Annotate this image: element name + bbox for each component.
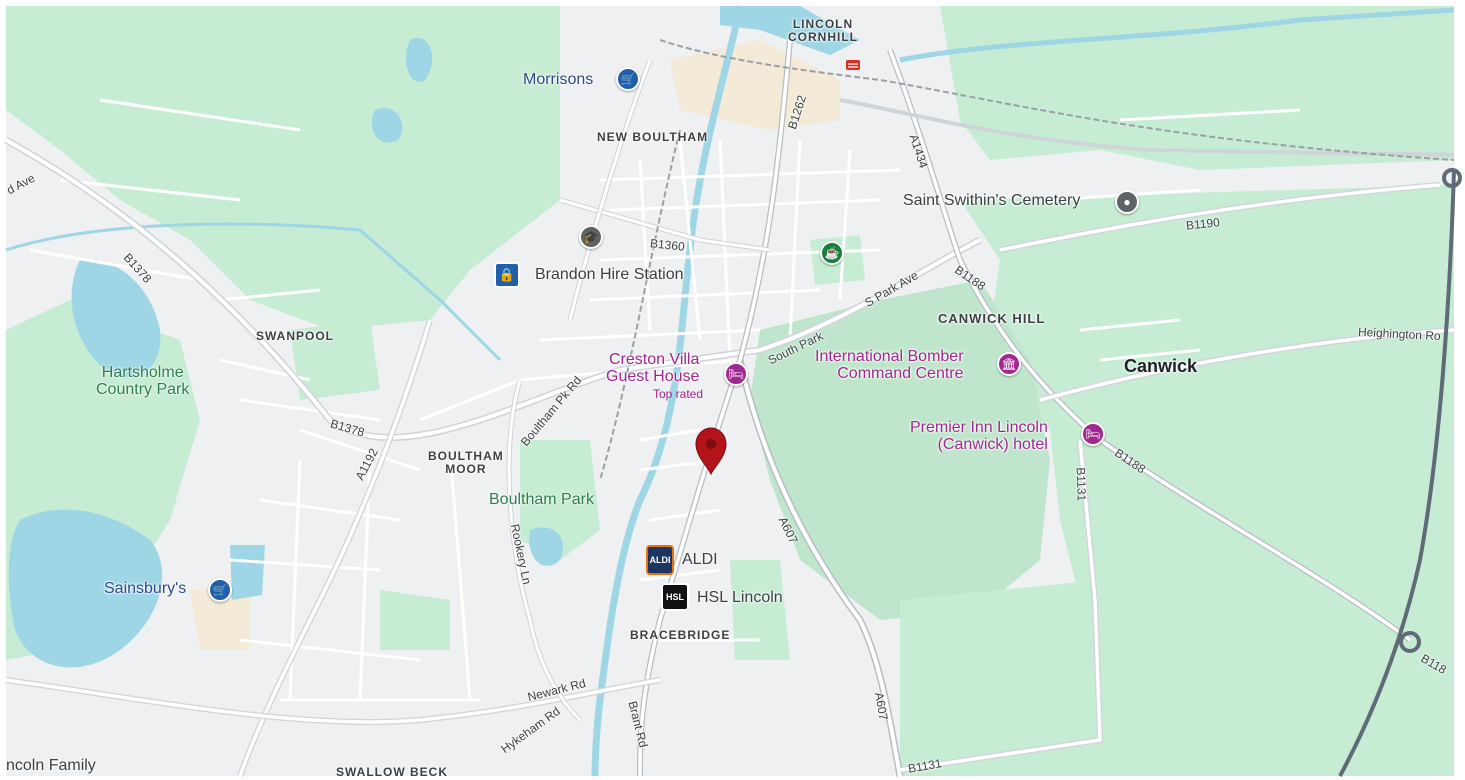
poi-bomber-command-label[interactable]: International Bomber Command Centre [815, 348, 964, 382]
poi-brandon-hire-label[interactable]: Brandon Hire Station [535, 266, 684, 283]
area-boultham-moor: BOULTHAM MOOR [428, 449, 504, 476]
railway-station-icon [846, 60, 860, 70]
area-swallow-beck: SWALLOW BECK [336, 765, 448, 779]
poi-creston-villa-badge: Top rated [653, 387, 704, 401]
park-area-east [960, 185, 1454, 776]
aldi-logo-icon[interactable]: ALDI [646, 545, 674, 575]
park-area-northwest [6, 6, 560, 330]
poi-hsl-label[interactable]: HSL Lincoln [697, 589, 783, 606]
water-brayford [720, 6, 860, 55]
roundabout-northeast [1442, 168, 1462, 188]
park-area-south-bracebridge [730, 560, 790, 660]
shopping-cart-icon[interactable]: 🛒 [208, 578, 232, 602]
urban-area-sainsburys [190, 590, 250, 650]
water-sainsburys-pond [230, 545, 265, 600]
roundabout-east [1399, 631, 1421, 653]
water-southwest-lakes [8, 509, 163, 668]
park-area-southeast [900, 580, 1130, 776]
poi-lincoln-family-label[interactable]: ncoln Family [6, 757, 96, 774]
poi-saint-swithins-label[interactable]: Saint Swithin's Cemetery [903, 192, 1081, 209]
park-boultham[interactable]: Boultham Park [489, 491, 594, 508]
hsl-logo-icon[interactable]: HSL [661, 583, 689, 611]
area-new-boultham: NEW BOULTHAM [597, 130, 709, 144]
map-marker-icon [695, 427, 727, 476]
a15-trunk-road [1338, 169, 1456, 777]
river-witham [591, 5, 744, 777]
poi-sainsburys-label[interactable]: Sainsbury's [104, 580, 187, 597]
park-area-south-common [750, 280, 1050, 620]
water-hartsholme-lake [71, 259, 161, 377]
park-area-swanpool [290, 320, 380, 400]
museum-icon[interactable]: 🏛 [997, 352, 1021, 376]
water-boultham-lake [529, 527, 564, 566]
park-area-northeast [940, 6, 1454, 170]
water-northwest-ponds [371, 107, 403, 143]
park-area-south-strip [380, 590, 450, 650]
drain-west [5, 222, 502, 362]
water-northwest-lake [405, 38, 433, 82]
bed-icon[interactable]: 🛏 [1081, 422, 1105, 446]
railway-line [659, 39, 1455, 161]
minor-roads [29, 98, 1301, 702]
graduation-cap-icon[interactable]: 🎓 [579, 225, 603, 249]
coffee-cup-icon[interactable]: ☕ [820, 241, 844, 265]
river-east [899, 7, 1455, 63]
poi-premier-inn-label[interactable]: Premier Inn Lincoln (Canwick) hotel [910, 419, 1048, 453]
poi-creston-villa-label[interactable]: Creston Villa Guest House [606, 351, 700, 385]
shopping-bag-icon[interactable]: 🔒 [494, 262, 520, 288]
road-label-b1131-north: B1131 [1073, 467, 1089, 502]
area-bracebridge: BRACEBRIDGE [630, 628, 731, 642]
poi-aldi-label[interactable]: ALDI [682, 551, 718, 568]
area-lincoln-cornhill: LINCOLN CORNHILL [788, 17, 858, 44]
shopping-cart-icon[interactable]: 🛒 [616, 67, 640, 91]
major-roads [4, 39, 1455, 778]
area-canwick-hill: CANWICK HILL [938, 311, 1046, 326]
location-pin-icon[interactable]: ● [1115, 190, 1139, 214]
area-swanpool: SWANPOOL [256, 329, 335, 343]
park-hartsholme[interactable]: Hartsholme Country Park [96, 364, 190, 398]
town-canwick[interactable]: Canwick [1124, 356, 1198, 376]
poi-morrisons-label[interactable]: Morrisons [523, 71, 594, 88]
bed-icon[interactable]: 🛏 [724, 362, 748, 386]
railway-line-south [599, 129, 681, 481]
